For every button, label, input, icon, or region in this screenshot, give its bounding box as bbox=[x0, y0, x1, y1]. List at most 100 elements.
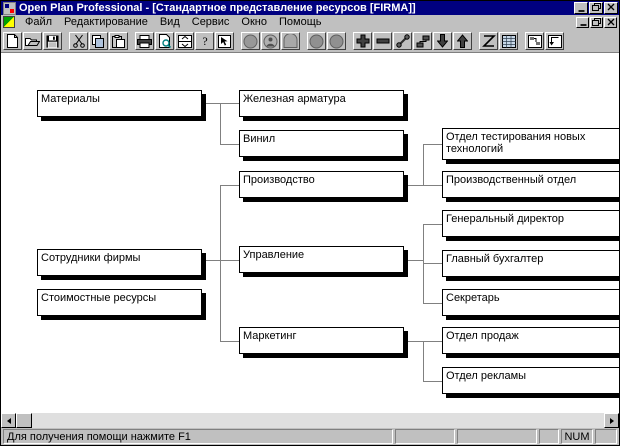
close-icon bbox=[607, 3, 615, 11]
add-button[interactable] bbox=[353, 32, 372, 50]
print-button[interactable] bbox=[135, 32, 154, 50]
properties-button[interactable] bbox=[175, 32, 194, 50]
properties-icon bbox=[177, 34, 192, 48]
diagram-node-label: Сотрудники фирмы bbox=[41, 252, 141, 264]
svg-text:?: ? bbox=[202, 34, 207, 48]
menu-edit[interactable]: Редактирование bbox=[64, 15, 148, 28]
scrollbar-track[interactable] bbox=[16, 413, 604, 428]
resource-person-button[interactable] bbox=[261, 32, 280, 50]
diagram-node-label: Винил bbox=[243, 133, 276, 145]
mdi-window-controls bbox=[576, 16, 617, 28]
remove-button[interactable] bbox=[373, 32, 392, 50]
diagram-node-otdel_test[interactable]: Отдел тестирования новых технологий bbox=[442, 128, 619, 160]
toolbar: ? bbox=[1, 30, 619, 53]
horizontal-scrollbar[interactable] bbox=[1, 412, 619, 428]
help-arrow-icon bbox=[218, 34, 231, 48]
mdi-restore-button[interactable] bbox=[590, 16, 603, 28]
diagram-node-label: Отдел рекламы bbox=[446, 370, 527, 382]
diagram-node-label: Железная арматура bbox=[243, 93, 346, 105]
status-pane-3 bbox=[457, 429, 537, 444]
menu-help[interactable]: Помощь bbox=[278, 15, 322, 28]
diagram-node-vinil[interactable]: Винил bbox=[239, 130, 404, 157]
minimize-button[interactable] bbox=[574, 2, 588, 14]
conn-mkt-stub bbox=[404, 341, 423, 342]
resource-circle-button[interactable] bbox=[241, 32, 260, 50]
conn-sotr-stub bbox=[202, 260, 220, 261]
conn-marketing bbox=[220, 341, 239, 342]
resource-person-icon bbox=[263, 34, 278, 48]
resource-filled-circle-button[interactable] bbox=[307, 32, 326, 50]
conn-vinil bbox=[220, 144, 239, 145]
menu-window[interactable]: Окно bbox=[241, 15, 267, 28]
diagram-node-gl_buh[interactable]: Главный бухгалтер bbox=[442, 250, 619, 277]
diagram-node-label: Главный бухгалтер bbox=[446, 253, 544, 265]
mdi-minimize-button[interactable] bbox=[576, 16, 589, 28]
resource-shape-icon bbox=[283, 33, 298, 48]
cut-button[interactable] bbox=[69, 32, 88, 50]
help-question-button[interactable]: ? bbox=[195, 32, 214, 50]
conn-sotr-bus bbox=[220, 185, 221, 341]
title-bar[interactable]: Open Plan Professional - [Стандартное пр… bbox=[1, 1, 619, 15]
diagram-node-label: Производство bbox=[243, 174, 315, 186]
diagram-node-materialy[interactable]: Материалы bbox=[37, 90, 202, 117]
move-down-button[interactable] bbox=[433, 32, 452, 50]
mdi-close-button[interactable] bbox=[604, 16, 617, 28]
grid-table-icon bbox=[501, 34, 516, 48]
mdi-restore-icon bbox=[592, 17, 601, 26]
status-pane-4 bbox=[539, 429, 559, 444]
menu-tools[interactable]: Сервис bbox=[191, 15, 230, 28]
move-up-button[interactable] bbox=[453, 32, 472, 50]
open-folder-button[interactable] bbox=[23, 32, 42, 50]
diagram-node-upravlenie[interactable]: Управление bbox=[239, 246, 404, 273]
resource-shape-button[interactable] bbox=[281, 32, 300, 50]
status-bar: Для получения помощи нажмите F1 NUM bbox=[1, 428, 619, 445]
scroll-right-button[interactable] bbox=[604, 413, 619, 428]
diagram-node-proizvodstvo[interactable]: Производство bbox=[239, 171, 404, 198]
cut-scissors-icon bbox=[72, 34, 85, 48]
diagram-node-gen_dir[interactable]: Генеральный директор bbox=[442, 210, 619, 237]
remove-minus-icon bbox=[376, 38, 389, 44]
status-pane-2 bbox=[395, 429, 455, 444]
diagram-node-otdel_prodazh[interactable]: Отдел продаж bbox=[442, 327, 619, 354]
resource-filled-circle2-button[interactable] bbox=[327, 32, 346, 50]
scroll-right-icon bbox=[609, 417, 614, 424]
close-button[interactable] bbox=[604, 2, 618, 14]
print-preview-button[interactable] bbox=[155, 32, 174, 50]
conn-proizv-otdel bbox=[423, 185, 442, 186]
link-button[interactable] bbox=[393, 32, 412, 50]
print-preview-icon bbox=[159, 34, 171, 48]
diagram-node-sotrudniki[interactable]: Сотрудники фирмы bbox=[37, 249, 202, 276]
link-icon bbox=[395, 34, 410, 48]
promote-button[interactable] bbox=[413, 32, 432, 50]
layout-button[interactable] bbox=[525, 32, 544, 50]
fit-window-button[interactable] bbox=[545, 32, 564, 50]
copy-button[interactable] bbox=[89, 32, 108, 50]
paste-button[interactable] bbox=[109, 32, 128, 50]
diagram-node-proizv_otdel[interactable]: Производственный отдел bbox=[442, 171, 619, 198]
grid-table-button[interactable] bbox=[499, 32, 518, 50]
diagram-node-marketing[interactable]: Маркетинг bbox=[239, 327, 404, 354]
restore-button[interactable] bbox=[589, 2, 603, 14]
diagram-node-sekretar[interactable]: Секретарь bbox=[442, 289, 619, 316]
menu-view[interactable]: Вид bbox=[159, 15, 180, 28]
diagram-node-otdel_reklamy[interactable]: Отдел рекламы bbox=[442, 367, 619, 394]
diagram-node-arm[interactable]: Железная арматура bbox=[239, 90, 404, 117]
move-up-icon bbox=[457, 34, 468, 48]
conn-proizvodstvo bbox=[220, 185, 239, 186]
scrollbar-thumb[interactable] bbox=[16, 413, 32, 428]
scroll-left-button[interactable] bbox=[1, 413, 16, 428]
open-folder-icon bbox=[25, 37, 40, 46]
new-file-button[interactable] bbox=[3, 32, 22, 50]
zigzag-button[interactable] bbox=[479, 32, 498, 50]
diagram-node-label: Управление bbox=[243, 249, 305, 261]
diagram-node-label: Секретарь bbox=[446, 292, 500, 304]
mdi-document-icon[interactable] bbox=[3, 16, 15, 28]
help-arrow-button[interactable] bbox=[215, 32, 234, 50]
resource-filled-circle-icon bbox=[309, 34, 324, 48]
add-plus-icon bbox=[356, 34, 369, 48]
save-disk-button[interactable] bbox=[43, 32, 62, 50]
diagram-node-stoim[interactable]: Стоимостные ресурсы bbox=[37, 289, 202, 316]
menu-file[interactable]: Файл bbox=[25, 15, 53, 28]
